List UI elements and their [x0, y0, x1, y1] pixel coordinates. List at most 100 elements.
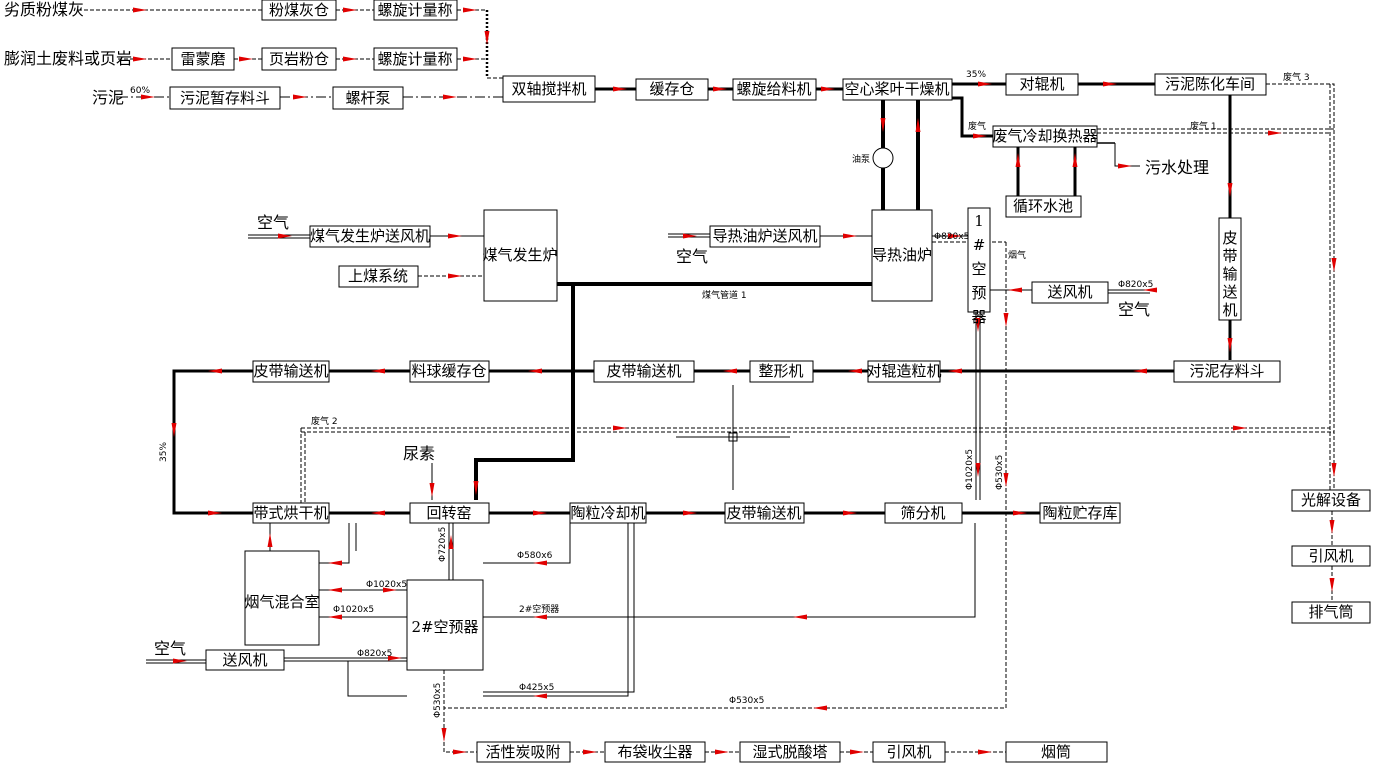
waste-gas-2-label: 废气 2	[311, 415, 338, 427]
exhaust-heat-exchanger-label: 废气冷却换热器	[992, 127, 1097, 145]
pellet-buffer-silo-box: 料球缓存仓	[409, 360, 490, 383]
flow-arrow-36	[1143, 287, 1157, 293]
fly-ash-silo-label: 粉煤灰仓	[269, 1, 329, 19]
belt-conveyor-vertical-box: 皮带输送机	[1218, 217, 1242, 321]
flow-arrow-42	[1227, 338, 1233, 352]
air-blower-label: 空气	[1118, 300, 1150, 319]
flow-arrow-31	[448, 233, 462, 239]
flow-arrow-28	[1329, 520, 1335, 534]
flow-arrow-6	[463, 56, 477, 62]
flow-arrow-43	[1133, 368, 1147, 374]
flow-arrow-38	[1003, 313, 1009, 327]
flow-arrow-58	[473, 481, 479, 495]
rotary-kiln-label: 回转窑	[426, 504, 471, 522]
induced-fan-right-box: 引风机	[1291, 545, 1371, 567]
blower-right-box: 送风机	[1031, 281, 1109, 304]
buffer-silo-label: 缓存仓	[649, 80, 694, 98]
flow-arrow-75	[715, 749, 729, 755]
flow-arrow-77	[978, 749, 992, 755]
air-preheater-1-label: 1#空预器	[971, 212, 986, 326]
wastewater-treatment-label: 污水处理	[1145, 158, 1209, 177]
flow-arrow-53	[533, 510, 547, 516]
flow-arrow-40	[975, 463, 981, 477]
pipe-530-v2-label: Φ530x5	[433, 683, 443, 718]
pipe-580-label: Φ580x6	[517, 551, 553, 561]
flow-arrow-62	[533, 560, 547, 566]
flow-arrow-15	[1103, 81, 1117, 87]
air-gasifier-label: 空气	[257, 213, 289, 232]
flow-arrow-51	[208, 510, 222, 516]
circulating-pool-box: 循环水池	[1005, 195, 1082, 218]
thermal-oil-furnace-label: 导热油炉	[872, 246, 932, 264]
flow-arrow-64	[383, 587, 397, 593]
blower-right-label: 送风机	[1047, 283, 1092, 301]
raymond-mill-label: 雷蒙磨	[180, 50, 225, 68]
flow-arrow-74	[583, 749, 597, 755]
belt-conveyor-mid-box: 皮带输送机	[593, 360, 695, 383]
exhaust-stack-label: 排气筒	[1308, 603, 1353, 621]
flow-arrow-27	[613, 425, 627, 431]
belt-conveyor-mid-label: 皮带输送机	[606, 362, 681, 380]
pellet-buffer-silo-label: 料球缓存仓	[411, 362, 486, 380]
photolysis-equipment-box: 光解设备	[1291, 489, 1371, 512]
flow-arrow-48	[371, 368, 385, 374]
flow-arrow-59	[267, 533, 273, 547]
flow-arrow-33	[843, 233, 857, 239]
waste-gas-label: 废气	[968, 120, 986, 132]
flow-arrow-69	[173, 658, 187, 664]
screening-machine-label: 筛分机	[900, 504, 945, 522]
paddle-dryer-label: 空心桨叶干燥机	[844, 80, 949, 98]
flow-arrow-12	[713, 86, 727, 92]
sludge-aging-workshop-box: 污泥陈化车间	[1154, 73, 1267, 96]
bag-filter-box: 布袋收尘器	[604, 741, 706, 763]
bag-filter-label: 布袋收尘器	[617, 743, 692, 761]
blower-bottom-box: 送风机	[205, 649, 285, 671]
belt-dryer-box: 带式烘干机	[252, 502, 330, 524]
exhaust-heat-exchanger-box: 废气冷却换热器	[992, 125, 1098, 148]
air-preheater-1-box: 1#空预器	[967, 207, 991, 326]
flow-arrow-5	[343, 56, 357, 62]
flow-arrow-23	[1268, 130, 1282, 136]
screw-feeder-box: 螺旋给料机	[732, 78, 817, 101]
pipe-425-label: Φ425x5	[519, 683, 554, 693]
oil-furnace-blower-box: 导热油炉送风机	[709, 225, 821, 248]
flow-arrow-8	[293, 94, 307, 100]
flow-arrow-61	[448, 535, 454, 549]
flow-arrow-65	[328, 614, 342, 620]
flow-arrow-66	[533, 614, 547, 620]
oil-pump-label: 油泵	[852, 153, 870, 165]
gas-generator-box: 煤气发生炉	[482, 209, 558, 302]
flow-arrow-57	[429, 483, 435, 497]
screw-pump-label: 螺杆泵	[345, 89, 390, 107]
flow-arrow-67	[793, 614, 807, 620]
shale-powder-silo-label: 页岩粉仓	[269, 50, 329, 68]
roller-mill-label: 对辊机	[1019, 75, 1064, 93]
ceramsite-storage-box: 陶粒贮存库	[1039, 502, 1121, 524]
screw-scale-1-box: 螺旋计量称	[373, 0, 458, 21]
waste-gas-3-label: 废气 3	[1283, 71, 1310, 83]
chimney-box: 烟筒	[1005, 741, 1108, 763]
pipe-1020-a-label: Φ1020x5	[366, 580, 407, 590]
paddle-dryer-box: 空心桨叶干燥机	[842, 78, 953, 101]
pipe-530-h-label: Φ530x5	[729, 696, 764, 706]
dryer-out-pct-label: 35%	[966, 70, 986, 80]
flow-arrow-11	[613, 86, 627, 92]
belt-conveyor-bottom-label: 皮带输送机	[726, 504, 801, 522]
flow-arrow-50	[171, 423, 177, 437]
pre2-pipe-label: 2#空预器	[519, 603, 559, 615]
oil-pump-icon	[872, 147, 894, 169]
sludge-aging-workshop-label: 污泥陈化车间	[1165, 75, 1255, 93]
flow-arrow-73	[453, 749, 467, 755]
circulating-pool-label: 循环水池	[1013, 197, 1073, 215]
sludge-hopper-box: 污泥暂存料斗	[169, 86, 281, 110]
belt-dryer-label: 带式烘干机	[253, 504, 328, 522]
flow-arrow-72	[441, 728, 447, 742]
gas-generator-label: 煤气发生炉	[482, 246, 557, 264]
flow-arrow-49	[208, 368, 222, 374]
equipment-boxes: 粉煤灰仓 螺旋计量称 雷蒙磨 页岩粉仓 螺旋计量称 污泥暂存料斗 螺杆泵 双轴搅…	[169, 0, 1371, 763]
flow-arrow-68	[388, 655, 402, 661]
flow-arrow-76	[850, 749, 864, 755]
rotary-kiln-box: 回转窑	[409, 502, 490, 524]
sludge-storage-hopper-box: 污泥存料斗	[1173, 360, 1281, 383]
gasifier-blower-label: 煤气发生炉送风机	[310, 227, 430, 245]
